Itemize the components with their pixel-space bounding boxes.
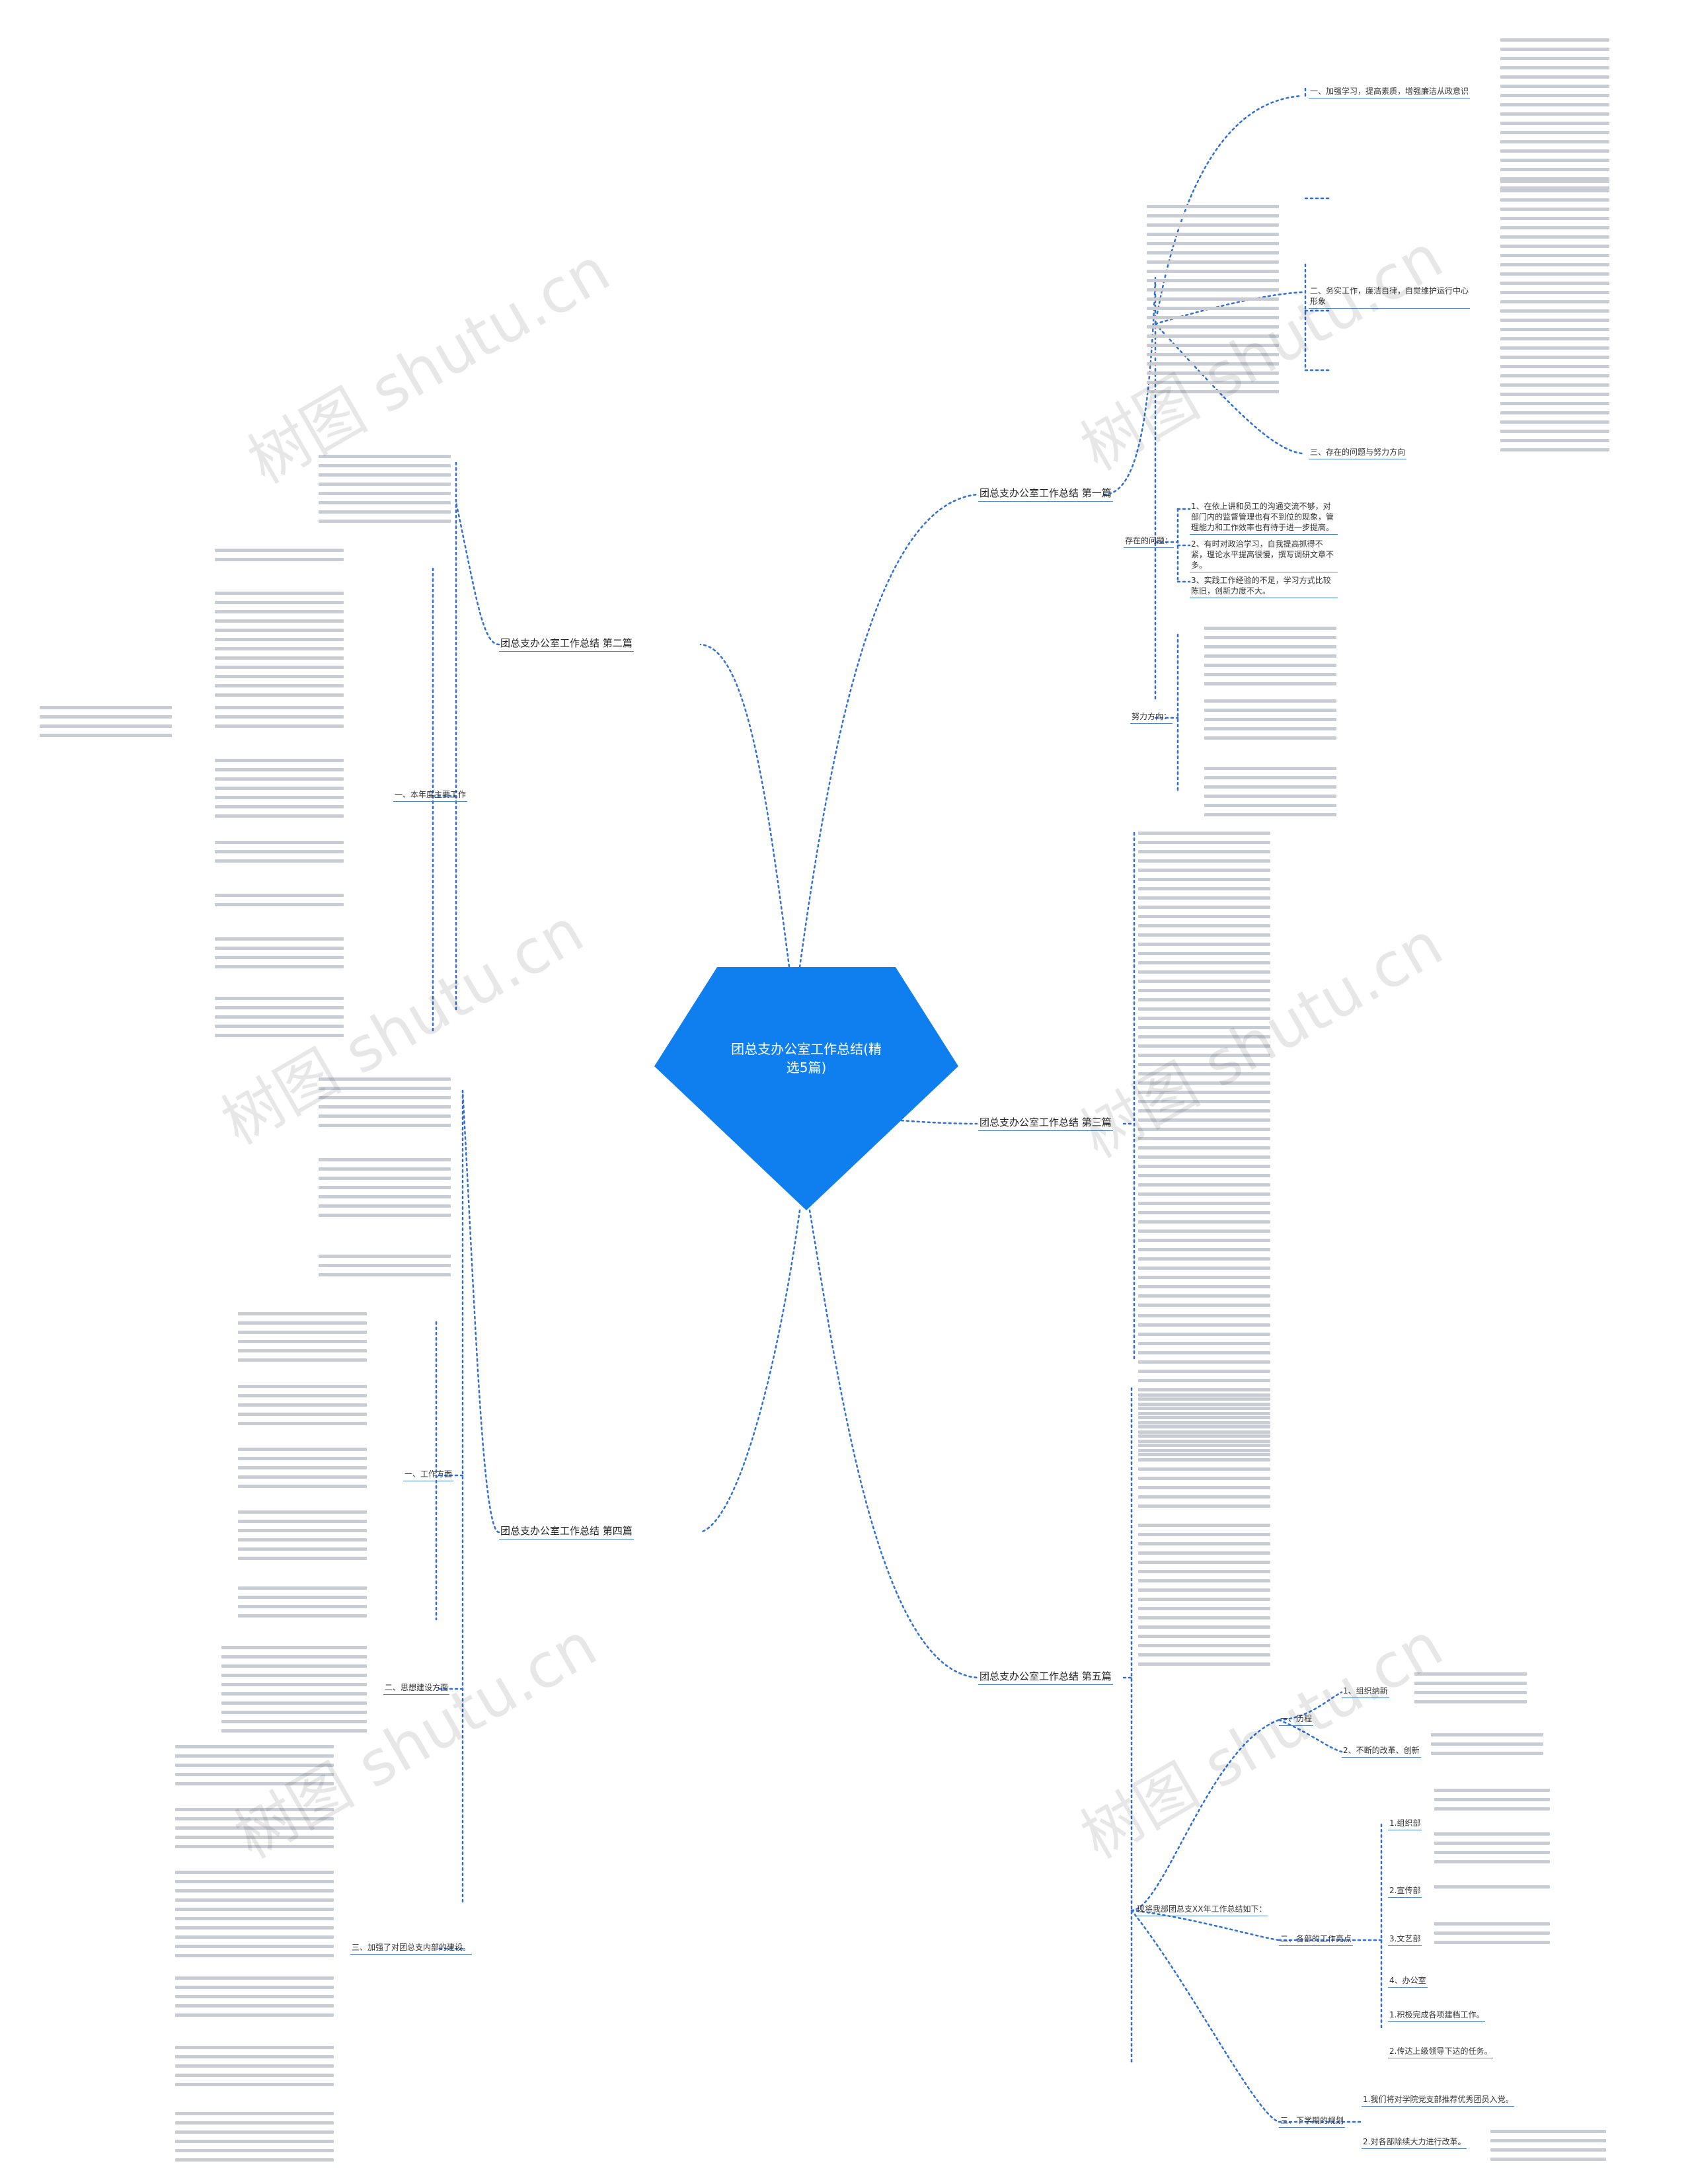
- b4-intro-3: [319, 1255, 451, 1282]
- link-root-b5: [808, 1209, 980, 1679]
- b5-dept-node[interactable]: 二、各部的工作亮点: [1279, 1933, 1354, 1946]
- b1-study-node[interactable]: 一、加强学习，提高素质，增强廉洁从政意识: [1309, 86, 1471, 98]
- branch-second[interactable]: 团总支办公室工作总结 第二篇: [499, 637, 634, 652]
- b4-work3-text-4: [175, 1976, 334, 2023]
- b1-study-text: [1500, 38, 1609, 196]
- b4-work3-text-1: [175, 1745, 334, 1791]
- branch-fifth[interactable]: 团总支办公室工作总结 第五篇: [978, 1670, 1113, 1685]
- link-root-b1: [798, 493, 980, 968]
- b5-dept-1[interactable]: 1.组织部: [1388, 1818, 1422, 1830]
- b4-work3-text-6: [175, 2112, 334, 2167]
- b2-work-node[interactable]: 一、本年度主要工作: [393, 789, 468, 802]
- b5-dept-2-text: [1434, 1885, 1550, 1894]
- b4-work1-text-4: [238, 1510, 367, 1566]
- root-shape: [654, 967, 958, 1210]
- b5-intro-1: [1138, 1393, 1270, 1514]
- b1-service-node[interactable]: 二、务实工作，廉洁自律，自觉维护运行中心形象: [1309, 286, 1470, 309]
- b1-service-text-2: [1500, 263, 1609, 356]
- b2-item-3-detail: [40, 706, 172, 743]
- b5-summary-node[interactable]: 现将我部团总支XX年工作总结如下：: [1135, 1904, 1268, 1916]
- b5-dept-3-text: [1434, 1922, 1550, 1950]
- root-title-line2: 选5篇): [786, 1060, 827, 1075]
- b5-plan-2[interactable]: 2.对各部除续大力进行改革。: [1362, 2136, 1467, 2149]
- b4-work2-text: [221, 1646, 367, 1738]
- b2-item-7: [215, 937, 344, 974]
- b4-work3-text-5: [175, 2046, 334, 2092]
- b2-intro-text: [319, 455, 451, 529]
- b5-dept-1-text-b: [1434, 1832, 1550, 1869]
- b5-plan-1[interactable]: 1.我们将对学院党支部推荐优秀团员入党。: [1362, 2094, 1515, 2107]
- b5-intro-2: [1138, 1524, 1270, 1672]
- b2-item-2: [215, 592, 344, 703]
- b5-dept-5[interactable]: 1.积极完成各项建档工作。: [1388, 2009, 1486, 2022]
- branch-third[interactable]: 团总支办公室工作总结 第三篇: [978, 1116, 1113, 1131]
- root-node[interactable]: 团总支办公室工作总结(精 选5篇): [654, 967, 958, 1210]
- b5-dept-4[interactable]: 4、办公室: [1388, 1975, 1428, 1988]
- b2-item-5: [215, 841, 344, 869]
- b1-direction-text-2: [1204, 699, 1336, 746]
- branch-fourth[interactable]: 团总支办公室工作总结 第四篇: [499, 1524, 634, 1540]
- b5-history-1-text: [1414, 1672, 1527, 1709]
- b4-work-2[interactable]: 二、思想建设方面: [383, 1682, 450, 1695]
- b4-intro-1: [319, 1077, 451, 1133]
- link-root-b4: [699, 1209, 801, 1534]
- b1-issues-node[interactable]: 存在的问题：: [1124, 535, 1174, 548]
- b5-history-2[interactable]: 2、不断的改革、创新: [1342, 1745, 1421, 1758]
- b5-plan-2-text: [1490, 2130, 1606, 2167]
- b2-item-3: [215, 706, 344, 734]
- b5-dept-6[interactable]: 2.传达上级领导下达的任务。: [1388, 2046, 1494, 2058]
- b1-direction-text-3: [1204, 767, 1336, 822]
- b4-work1-text-3: [238, 1448, 367, 1494]
- b4-work1-text-2: [238, 1385, 367, 1431]
- b4-work-3[interactable]: 三、加强了对团总支内部的建设。: [350, 1942, 473, 1955]
- b4-work3-text-3: [175, 1871, 334, 1963]
- b2-item-4: [215, 759, 344, 824]
- b3-para-2: [1138, 1063, 1270, 1313]
- b5-history-node[interactable]: 一、历程: [1279, 1713, 1314, 1726]
- b3-para-1: [1138, 832, 1270, 1063]
- b1-direction-text-1: [1204, 627, 1336, 691]
- b1-problems-node[interactable]: 三、存在的问题与努力方向: [1309, 447, 1407, 459]
- link-root-b3: [858, 1116, 978, 1125]
- b1-intro-text: [1147, 205, 1279, 399]
- b5-dept-2[interactable]: 2.宣传部: [1388, 1885, 1422, 1898]
- b2-item-6: [215, 894, 344, 912]
- root-pentagon: [654, 967, 958, 1210]
- b5-dept-1-text-a: [1434, 1789, 1550, 1816]
- b5-plan-node[interactable]: 三、下学期的规划: [1279, 2115, 1346, 2128]
- b4-work3-text-2: [175, 1808, 334, 1854]
- b1-issue-2[interactable]: 2、有时对政治学习，自我提高抓得不紧，理论水平提高很慢，撰写调研文章不多。: [1190, 539, 1338, 572]
- b3-para-3: [1138, 1314, 1270, 1462]
- b4-work-1[interactable]: 一、工作方面: [403, 1469, 454, 1481]
- root-title: 团总支办公室工作总结(精 选5篇): [707, 1040, 905, 1077]
- b1-service-text-3: [1500, 346, 1609, 457]
- b5-dept-3[interactable]: 3.文艺部: [1388, 1933, 1422, 1946]
- b4-work1-text-5: [238, 1586, 367, 1623]
- b2-item-1: [215, 549, 344, 567]
- link-root-b2: [699, 643, 791, 973]
- b1-issue-3[interactable]: 3、实践工作经验的不足，学习方式比较陈旧，创新力度不大。: [1190, 575, 1338, 598]
- b4-work1-text-1: [238, 1312, 367, 1368]
- root-title-line1: 团总支办公室工作总结(精: [731, 1041, 882, 1057]
- b5-history-1[interactable]: 1、组织纳新: [1342, 1686, 1389, 1698]
- b5-history-2-text: [1431, 1733, 1543, 1761]
- branch-first[interactable]: 团总支办公室工作总结 第一篇: [978, 487, 1113, 502]
- b2-item-8: [215, 997, 344, 1043]
- b1-direction-node[interactable]: 努力方向：: [1130, 711, 1173, 724]
- b1-issue-1[interactable]: 1、在依上讲和员工的沟通交流不够，对部门内的监督管理也有不到位的现象，管理能力和…: [1190, 501, 1338, 535]
- b4-intro-2: [319, 1158, 451, 1223]
